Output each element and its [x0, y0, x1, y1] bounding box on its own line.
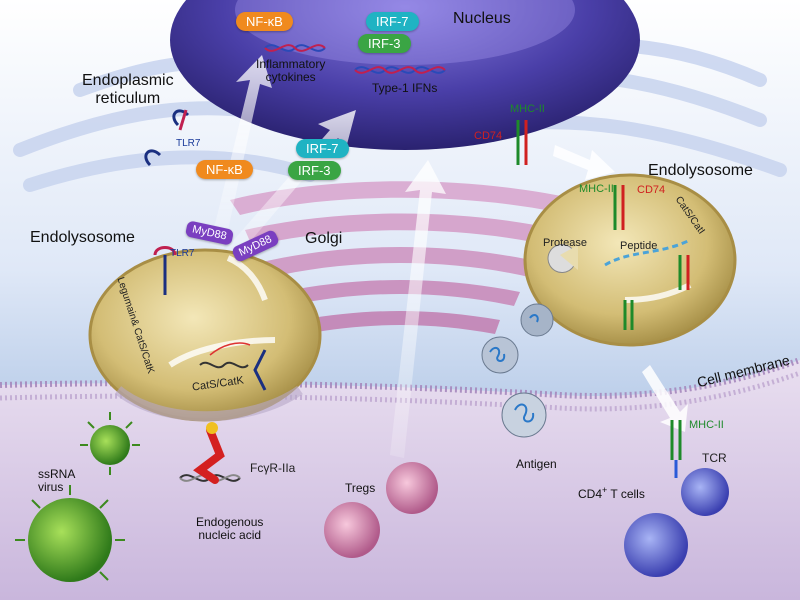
golgi-label: Golgi: [305, 230, 343, 247]
treg-cells: [324, 462, 438, 558]
tcr-label: TCR: [702, 451, 727, 465]
nfkb-cytoplasm-pill: NF-κB: [196, 160, 253, 179]
inflammatory-cytokines-label: Inflammatory cytokines: [256, 57, 326, 85]
fcr-label: FcγR-IIa: [250, 461, 296, 475]
tlr7-lysosome-label: TLR7: [170, 248, 195, 259]
cd4-main: CD4: [578, 487, 603, 501]
nucleus: [170, 0, 640, 150]
cd74-lysosome-label: CD74: [637, 184, 666, 196]
irf3-cytoplasm-pill: IRF-3: [288, 161, 341, 180]
mhc-ii-er-label: MHC-II: [510, 103, 545, 115]
protease-label: Protease: [543, 237, 588, 249]
endoplasmic-reticulum-label: Endoplasmic reticulum: [82, 72, 174, 107]
type1-ifns-label: Type-1 IFNs: [372, 81, 438, 95]
mhc-ii-molecule: [516, 120, 690, 478]
endolysosome-left-label: Endolysosome: [30, 229, 135, 246]
antigen-blob: [489, 314, 539, 423]
irf7-nucleus-pill: IRF-7: [366, 12, 419, 31]
cd4-sup: +: [602, 485, 608, 495]
peptide-label: Peptide: [620, 240, 658, 252]
endolysosome-right-label: Endolysosome: [648, 162, 753, 179]
tregs-label: Tregs: [345, 481, 376, 495]
nucleus-label: Nucleus: [453, 10, 511, 27]
mhc-ii-membrane-label: MHC-II: [689, 419, 724, 431]
fcr-receptor: [193, 422, 225, 484]
cd74-er-label: CD74: [474, 130, 503, 142]
nfkb-nucleus-pill: NF-κB: [236, 12, 293, 31]
cd4-t-cells: [624, 468, 729, 577]
antigen-label: Antigen: [516, 457, 557, 471]
ssrna-virus-label: ssRNA virus: [38, 467, 76, 495]
endolysosome-right: [523, 173, 737, 347]
cd4-t-cells-label: CD4+ T cells: [578, 485, 645, 501]
irf3-nucleus-pill: IRF-3: [358, 34, 411, 53]
cd4-tail: T cells: [607, 487, 645, 501]
endogenous-nucleic-acid-label: Endogenous nucleic acid: [196, 515, 264, 543]
tlr7-er-label: TLR7: [176, 138, 201, 149]
ssrna-virus: [15, 412, 140, 582]
golgi-apparatus: [230, 181, 580, 334]
vesicle: [481, 336, 519, 374]
tlr7-receptor: [144, 109, 267, 391]
irf7-cytoplasm-pill: IRF-7: [296, 139, 349, 158]
mhc-ii-lysosome-label: MHC-II: [579, 183, 614, 195]
